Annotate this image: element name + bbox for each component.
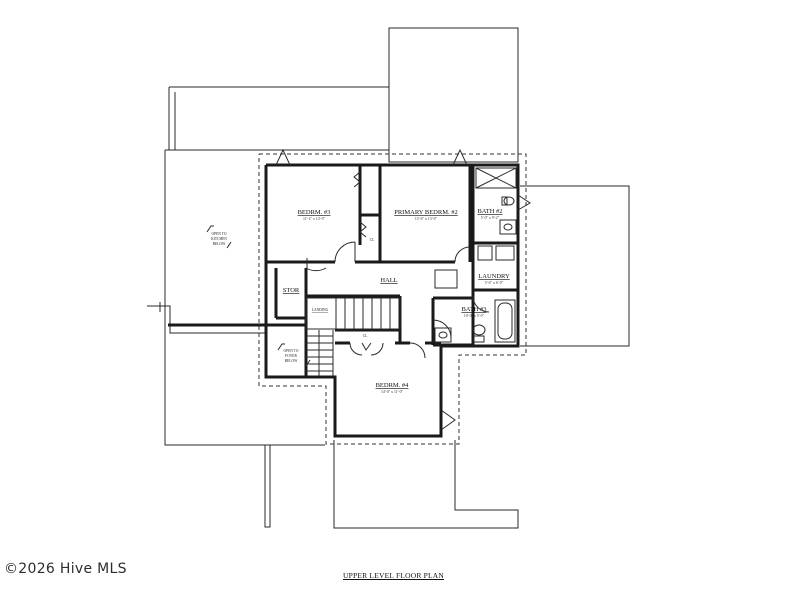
open-to-foyer-line2: FOYER: [285, 354, 297, 358]
staircase: [305, 297, 401, 376]
fixtures: [306, 167, 517, 343]
bedrm4-label: BEDRM. #4: [376, 382, 410, 389]
closet-label-1: CL: [370, 238, 375, 242]
open-to-kitchen-line1: OPEN TO: [212, 232, 227, 236]
laundry-dims: 5'-0" x 6'-0": [485, 281, 504, 285]
hall-label: HALL: [380, 277, 397, 284]
landing-label: LANDING: [312, 308, 329, 312]
bedrm3-label: BEDRM. #3: [298, 209, 331, 216]
bath2-label: BATH #2: [477, 208, 502, 215]
stor-label: STOR: [283, 287, 300, 294]
interior-walls: [266, 165, 518, 376]
room-labels: BEDRM. #3 11'-2" x 13'-0" PRIMARY BEDRM.…: [211, 208, 510, 394]
open-to-foyer-line1: OPEN TO: [284, 349, 299, 353]
bath2-dims: 5'-0" x 9'-2": [481, 216, 500, 220]
open-to-kitchen-line3: BELOW: [213, 242, 226, 246]
plan-caption: UPPER LEVEL FLOOR PLAN: [343, 571, 445, 580]
roof-outline: [147, 27, 630, 529]
open-to-foyer-line3: BELOW: [285, 359, 298, 363]
bath3-dims: 10'-0" x 5'-0": [464, 314, 485, 318]
open-to-below-arrows: [206, 225, 311, 367]
mls-watermark: ©2026 Hive MLS: [4, 561, 127, 577]
closet-doors: [353, 171, 372, 351]
laundry-label: LAUNDRY: [478, 273, 510, 280]
overhang-dashed-line: [258, 153, 527, 445]
primary-bedrm-dims: 15'-6" x 13'-0": [415, 217, 438, 221]
bath3-label: BATH #3: [461, 306, 486, 313]
open-to-kitchen-line2: KITCHEN: [211, 237, 227, 241]
bedrm4-dims: 14'-0" x 11'-0": [381, 390, 403, 394]
closet-label-2: CL: [363, 334, 368, 338]
bedrm3-dims: 11'-2" x 13'-0": [303, 217, 325, 221]
exterior-walls: [168, 163, 520, 438]
primary-bedrm-label: PRIMARY BEDRM. #2: [394, 209, 458, 216]
